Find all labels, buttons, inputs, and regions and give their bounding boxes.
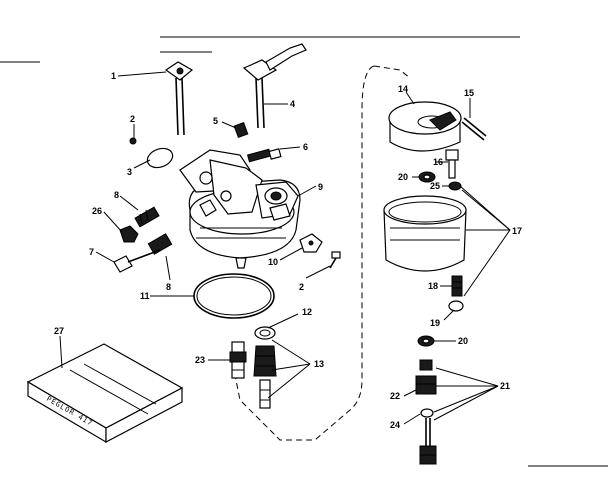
part-5-spring — [233, 122, 249, 138]
callout-26: 26 — [92, 206, 102, 216]
part-19-ring — [448, 300, 464, 312]
callout-12: 12 — [302, 307, 312, 317]
callout-19: 19 — [430, 318, 440, 328]
callout-8-upper: 8 — [114, 190, 119, 200]
callout-9: 9 — [318, 182, 323, 192]
callout-20-lower: 20 — [458, 336, 468, 346]
part-7-mixture-screw — [113, 249, 161, 273]
part-2-screw-top — [129, 137, 137, 145]
callout-8-lower: 8 — [166, 282, 171, 292]
callout-6: 6 — [303, 142, 308, 152]
part-8-spring-lower — [147, 233, 173, 255]
callout-27: 27 — [54, 326, 64, 336]
part-1-choke-shaft — [164, 61, 194, 136]
callout-13: 13 — [314, 359, 324, 369]
part-10-plate — [299, 233, 323, 253]
part-12-washer — [254, 326, 276, 340]
part-17-float-bowl — [383, 195, 467, 272]
part-23-nozzle — [229, 341, 247, 379]
callout-17: 17 — [512, 226, 522, 236]
part-4-throttle-shaft — [242, 43, 307, 129]
part-26-seat — [119, 225, 139, 243]
part-15-float-pin — [461, 117, 487, 141]
part-20-washer-lower — [417, 335, 435, 347]
part-11-gasket-ring — [193, 273, 275, 319]
callout-25: 25 — [430, 181, 440, 191]
callout-14: 14 — [398, 84, 408, 94]
callout-21: 21 — [500, 381, 510, 391]
part-3-choke-plate — [146, 147, 174, 169]
callout-15: 15 — [464, 88, 474, 98]
callout-24: 24 — [390, 420, 400, 430]
callout-1: 1 — [111, 71, 116, 81]
callout-5: 5 — [213, 116, 218, 126]
assembly-dashed-line — [231, 65, 411, 441]
frame-lines — [0, 36, 608, 467]
callout-4: 4 — [290, 99, 295, 109]
leader-lines — [59, 71, 511, 425]
callout-20-top: 20 — [398, 172, 408, 182]
part-6-idle-screw — [246, 148, 282, 163]
part-25-gasket — [448, 181, 462, 191]
callout-labels: 1 2 3 4 5 6 8 9 26 7 10 2 8 11 12 23 13 … — [54, 71, 522, 430]
part-8-spring-upper — [134, 206, 160, 228]
part-16-bolt-top — [445, 149, 459, 179]
part-2-screw-right — [329, 251, 341, 269]
part-21-needle-screw — [419, 418, 437, 465]
callout-23: 23 — [195, 355, 205, 365]
part-14-float — [388, 101, 462, 152]
part-22-nut-assembly — [415, 359, 437, 395]
callout-10: 10 — [268, 257, 278, 267]
callout-2-right: 2 — [299, 282, 304, 292]
callout-18: 18 — [428, 281, 438, 291]
part-27-manual-box: PEGLOR 417 — [26, 343, 184, 444]
callout-11: 11 — [140, 291, 150, 301]
carburetor-body — [179, 149, 301, 269]
part-13-jet-assembly — [253, 345, 277, 409]
part-24-washer — [420, 408, 434, 418]
callout-16: 16 — [433, 157, 443, 167]
callout-3: 3 — [127, 167, 132, 177]
callout-2-top: 2 — [130, 114, 135, 124]
callout-22: 22 — [390, 391, 400, 401]
callout-7: 7 — [89, 247, 94, 257]
part-18-bowl-nut — [451, 275, 463, 297]
